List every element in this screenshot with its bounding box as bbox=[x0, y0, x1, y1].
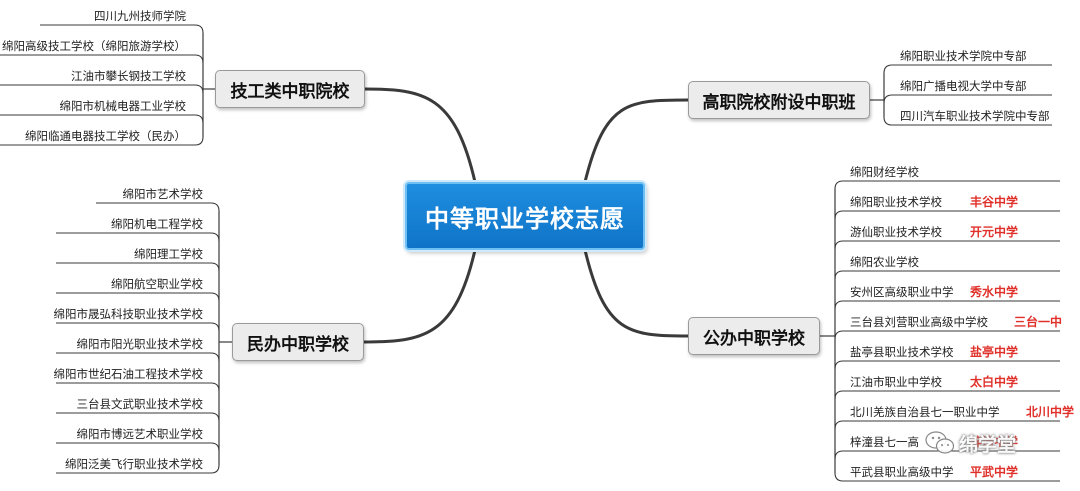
leaf-school: 盐亭县职业技术学校 bbox=[850, 345, 954, 359]
leaf-school: 绵阳市阳光职业技术学校 bbox=[76, 337, 204, 351]
connector-line bbox=[56, 442, 220, 452]
connector-line bbox=[0, 54, 204, 64]
leaf-school: 绵阳市机械电器工业学校 bbox=[59, 99, 187, 113]
leaf-school: 绵阳高级技工学校（绵阳旅游学校） bbox=[2, 39, 186, 53]
connector-line bbox=[0, 84, 204, 94]
leaf-school: 绵阳广播电视大学中专部 bbox=[900, 79, 1027, 93]
connector-line bbox=[56, 382, 220, 392]
connector-line bbox=[834, 300, 1060, 310]
leaf-school: 绵阳市晟弘科技职业技术学校 bbox=[53, 307, 204, 321]
leaf-school: 四川九州技师学院 bbox=[94, 9, 186, 23]
connector-line bbox=[834, 240, 1060, 250]
partner-school-tag: 平武中学 bbox=[970, 465, 1019, 479]
leaf-school: 三台县刘营职业高级中学校 bbox=[850, 315, 988, 329]
connector-line bbox=[883, 116, 1052, 126]
watermark: 绵学堂 bbox=[925, 428, 1016, 458]
connector-line bbox=[834, 330, 1060, 340]
partner-school-tag: 太白中学 bbox=[970, 375, 1019, 389]
partner-school-tag: 盐亭中学 bbox=[970, 345, 1019, 359]
connector-line bbox=[834, 390, 1060, 400]
connector-line bbox=[883, 64, 1052, 74]
connector-line bbox=[834, 420, 1060, 430]
leaf-school: 绵阳航空职业学校 bbox=[111, 277, 203, 291]
leaf-school: 绵阳理工学校 bbox=[134, 247, 203, 261]
branch-topic: 技工类中职院校 bbox=[215, 70, 365, 108]
connector-line bbox=[883, 94, 1052, 104]
branch-topic: 民办中职学校 bbox=[232, 323, 364, 361]
leaf-school: 绵阳职业技术学院中专部 bbox=[900, 49, 1027, 63]
connector-line bbox=[583, 98, 689, 183]
partner-school-tag: 丰谷中学 bbox=[970, 195, 1019, 209]
connector-line bbox=[583, 249, 689, 338]
connector-line bbox=[56, 464, 220, 474]
leaf-school: 梓潼县七一高 bbox=[850, 435, 919, 449]
leaf-school: 绵阳临通电器技工学校（民办） bbox=[25, 129, 186, 143]
wechat-icon bbox=[925, 431, 955, 454]
connector-line bbox=[56, 352, 220, 362]
connector-line bbox=[56, 322, 220, 332]
partner-school-tag: 秀水中学 bbox=[970, 285, 1019, 299]
partner-school-tag: 梓潼中学 bbox=[970, 435, 1019, 449]
connector-line bbox=[56, 262, 220, 272]
branch-topic: 公办中职学校 bbox=[688, 317, 820, 355]
leaf-school: 北川羌族自治县七一职业中学 bbox=[850, 405, 1000, 419]
leaf-school: 绵阳机电工程学校 bbox=[111, 217, 203, 231]
partner-school-tag: 北川中学 bbox=[1026, 405, 1075, 419]
root-topic: 中等职业学校志愿 bbox=[405, 182, 645, 250]
connector-line bbox=[40, 24, 204, 34]
leaf-school: 绵阳市博远艺术职业学校 bbox=[76, 427, 204, 441]
leaf-school: 安州区高级职业中学 bbox=[850, 285, 954, 299]
leaf-school: 绵阳职业技术学校 bbox=[850, 195, 942, 209]
connector-line bbox=[56, 412, 220, 422]
leaf-school: 平武县职业高级中学 bbox=[850, 465, 954, 479]
connector-line bbox=[834, 180, 1060, 190]
connector-line bbox=[364, 87, 477, 183]
leaf-school: 三台县文武职业技术学校 bbox=[76, 397, 204, 411]
connector-line bbox=[834, 270, 1060, 280]
connector-line bbox=[0, 114, 204, 124]
connector-line bbox=[834, 472, 1060, 482]
partner-school-tag: 开元中学 bbox=[970, 225, 1019, 239]
connector-line bbox=[0, 136, 204, 146]
connector-line bbox=[834, 210, 1060, 220]
connector-line bbox=[363, 249, 477, 344]
leaf-school: 四川汽车职业技术学院中专部 bbox=[900, 109, 1050, 123]
leaf-school: 江油市攀长钢技工学校 bbox=[71, 69, 186, 83]
leaf-school: 绵阳市世纪石油工程技术学校 bbox=[53, 367, 204, 381]
branch-topic: 高职院校附设中职班 bbox=[688, 81, 870, 119]
watermark-text: 绵学堂 bbox=[959, 433, 1017, 456]
leaf-school: 游仙职业技术学校 bbox=[850, 225, 942, 239]
connector-line bbox=[834, 360, 1060, 370]
connector-line bbox=[56, 292, 220, 302]
connector-line bbox=[834, 450, 1060, 460]
leaf-school: 绵阳农业学校 bbox=[850, 255, 919, 269]
connector-line bbox=[96, 202, 220, 212]
partner-school-tag: 三台一中 bbox=[1014, 315, 1063, 329]
connector-line bbox=[56, 232, 220, 242]
leaf-school: 绵阳财经学校 bbox=[850, 165, 919, 179]
leaf-school: 江油市职业中学校 bbox=[850, 375, 942, 389]
leaf-school: 绵阳泛美飞行职业技术学校 bbox=[65, 457, 203, 471]
leaf-school: 绵阳市艺术学校 bbox=[122, 187, 204, 201]
